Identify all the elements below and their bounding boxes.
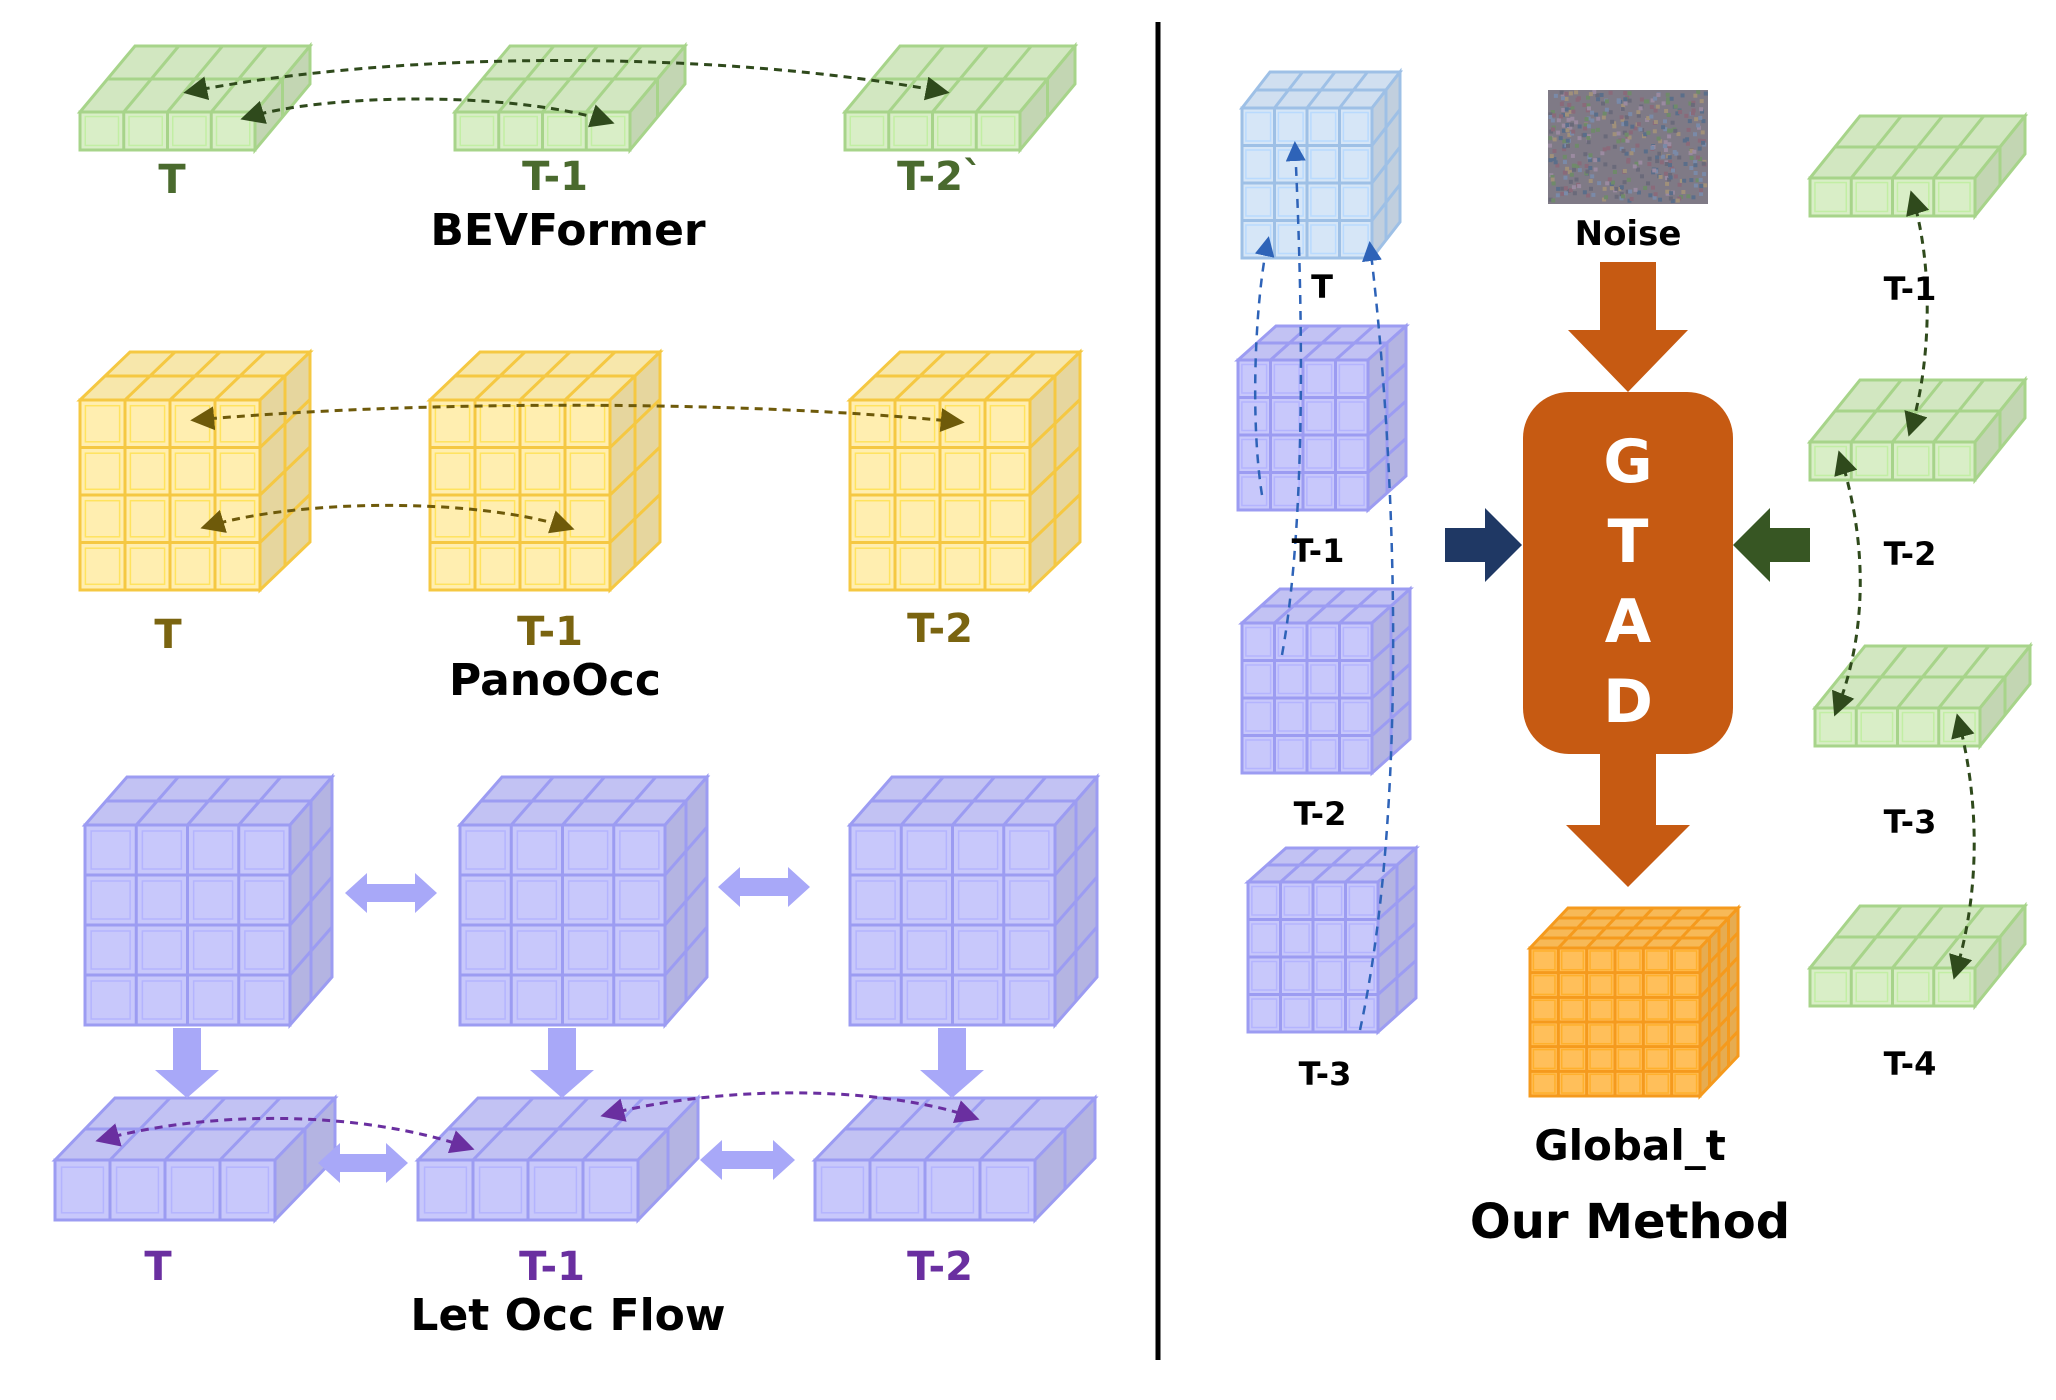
panoocc-label-t-2: T-2	[907, 606, 973, 652]
panoocc-volume-t-1	[426, 348, 664, 594]
panoocc-temporal-link-near	[200, 503, 575, 534]
history-label-t-2: T-2	[1294, 795, 1347, 833]
letoccflow-bev-t	[51, 1094, 339, 1224]
history-label-t-3: T-3	[1299, 1055, 1352, 1093]
bev-label-t-4: T-4	[1884, 1045, 1937, 1083]
bev-input-arrow	[1733, 508, 1810, 582]
history-link-t-3-to-t	[1358, 241, 1395, 1031]
bevformer-section: T T-1 T-2` BEVFormer	[76, 41, 1079, 256]
letoccflow-temporal-link-right	[600, 1091, 980, 1124]
panoocc-volume-t	[76, 348, 314, 594]
letoccflow-down-arrow-t-1	[530, 1028, 594, 1098]
letoccflow-bev-t-2	[811, 1094, 1099, 1224]
bev-link-t-3-t-4	[1949, 713, 1976, 980]
bevformer-grid-t	[76, 41, 314, 155]
letoccflow-section: T T-1 T-2 Let Occ Flow	[51, 773, 1101, 1341]
current-volume-t	[1238, 67, 1404, 263]
letoccflow-volume-t	[81, 773, 336, 1029]
letoccflow-down-arrow-t-2	[920, 1028, 984, 1098]
noise-texture	[1548, 90, 1708, 204]
gtad-letter-g: G	[1603, 427, 1652, 497]
panoocc-label-t-1: T-1	[517, 609, 583, 655]
bevformer-label-t-2: T-2`	[897, 154, 983, 200]
bevformer-title: BEVFormer	[430, 205, 706, 256]
our-method-title: Our Method	[1470, 1194, 1790, 1250]
bevformer-grid-t-2	[841, 41, 1079, 155]
history-link-t-1-to-t	[1253, 236, 1275, 496]
bevformer-temporal-link-near	[240, 97, 615, 128]
gtad-letter-t: T	[1608, 507, 1649, 577]
letoccflow-exchange-arrow-1	[345, 873, 437, 913]
letoccflow-volume-t-2	[846, 773, 1101, 1029]
bev-grid-t-3	[1811, 641, 2034, 751]
current-label-t: T	[1311, 268, 1333, 306]
panoocc-temporal-link-far	[190, 403, 965, 433]
letoccflow-temporal-link-left	[95, 1116, 475, 1154]
global-label: Global_t	[1534, 1121, 1726, 1170]
letoccflow-label-t-1: T-1	[519, 1244, 585, 1290]
bev-label-t-3: T-3	[1884, 803, 1937, 841]
bev-label-t-2: T-2	[1884, 535, 1937, 573]
history-volume-t-3	[1244, 844, 1420, 1036]
letoccflow-bev-exchange-arrow-1	[318, 1143, 408, 1183]
bev-grid-t-2	[1806, 375, 2029, 485]
bev-grid-t-1	[1806, 111, 2029, 221]
noise-label: Noise	[1575, 214, 1682, 254]
gtad-letter-d: D	[1603, 667, 1653, 737]
history-label-t-1: T-1	[1292, 532, 1345, 570]
history-input-arrow	[1445, 508, 1522, 582]
gtad-to-global-arrow	[1566, 754, 1690, 887]
letoccflow-volume-t-1	[456, 773, 711, 1029]
panoocc-section: T T-1 T-2 PanoOcc	[76, 348, 1084, 706]
gtad-module	[1523, 392, 1733, 754]
bevformer-label-t: T	[158, 157, 186, 203]
panoocc-label-t: T	[154, 612, 182, 658]
noise-to-gtad-arrow	[1568, 262, 1688, 392]
letoccflow-label-t-2: T-2	[907, 1244, 973, 1290]
bevformer-temporal-link-far	[183, 59, 950, 101]
letoccflow-down-arrow-t	[155, 1028, 219, 1098]
global-volume-output	[1526, 904, 1742, 1100]
letoccflow-arrows	[155, 867, 984, 1183]
letoccflow-bev-exchange-arrow-2	[700, 1140, 795, 1180]
bev-link-t-1-t-2	[1904, 190, 1930, 437]
panoocc-volume-t-2	[846, 348, 1084, 594]
history-link-t-2-to-t	[1280, 141, 1306, 656]
bev-label-t-1: T-1	[1884, 270, 1937, 308]
gtad-letter-a: A	[1605, 587, 1652, 657]
bevformer-label-t-1: T-1	[522, 154, 588, 200]
history-volume-t-2	[1238, 585, 1414, 777]
bev-grid-t-4	[1806, 901, 2029, 1011]
panoocc-title: PanoOcc	[449, 655, 661, 706]
letoccflow-title: Let Occ Flow	[410, 1290, 725, 1341]
letoccflow-label-t: T	[144, 1244, 172, 1290]
letoccflow-exchange-arrow-2	[718, 867, 810, 907]
letoccflow-bev-t-1	[414, 1094, 702, 1224]
our-method-section: T T-1 T-2 T-3 Noise G T A D Global_t Our…	[1234, 67, 2034, 1250]
